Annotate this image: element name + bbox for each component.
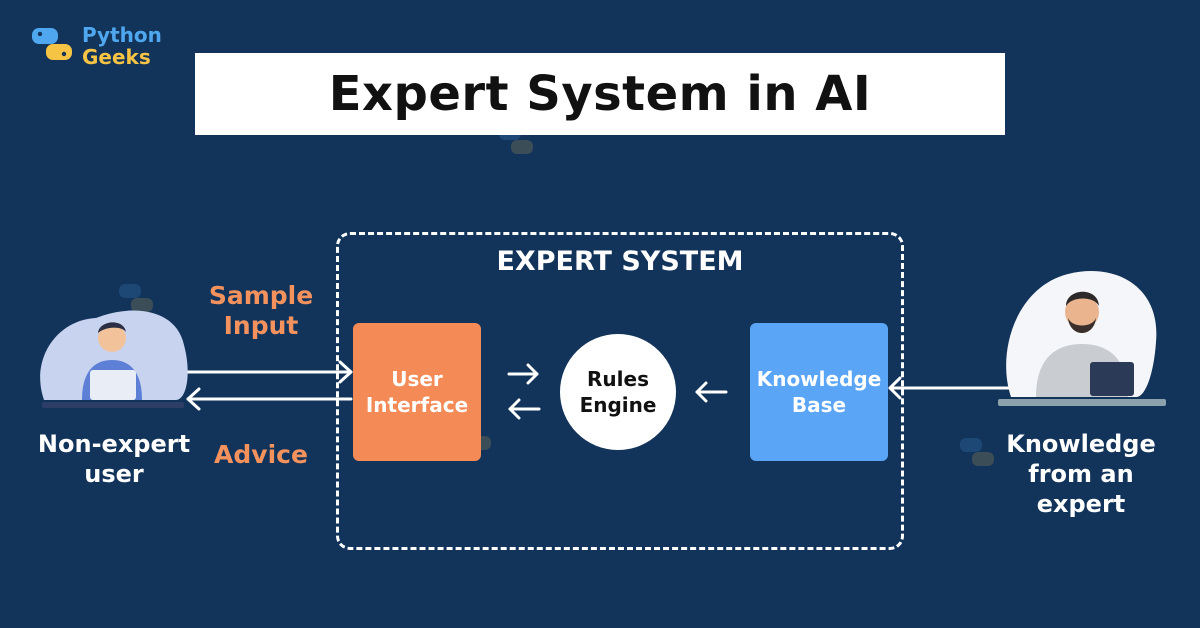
- arrow-expert-to-kb: [888, 376, 1017, 400]
- rules-engine-node: Rules Engine: [560, 334, 676, 450]
- non-expert-user-label: Non-expert user: [37, 430, 191, 488]
- arrow-sample-input: [183, 360, 353, 384]
- arrow-engine-to-ui: [508, 398, 541, 420]
- user-at-laptop-icon: [40, 310, 188, 408]
- brand-logo: Python Geeks: [30, 22, 170, 70]
- expert-at-laptop-icon: [998, 271, 1166, 406]
- knowledge-from-expert-label: Knowledge from an expert: [1006, 430, 1156, 518]
- page-title: Expert System in AI: [328, 66, 872, 122]
- brand-name-line1: Python: [82, 23, 162, 47]
- brand-name-line2: Geeks: [82, 45, 151, 69]
- watermark-logo: [119, 284, 153, 312]
- arrow-ui-to-engine: [507, 363, 539, 385]
- python-logo-icon: [32, 28, 72, 60]
- expert-system-container: [336, 232, 904, 550]
- arrow-kb-to-engine: [695, 381, 728, 403]
- expert-illustration: [996, 262, 1171, 412]
- arrow-advice: [186, 387, 353, 411]
- user-interface-node: User Interface: [353, 323, 481, 461]
- advice-label: Advice: [214, 440, 308, 469]
- sample-input-label: Sample Input: [208, 281, 314, 340]
- knowledge-base-node: Knowledge Base: [750, 323, 888, 461]
- title-banner: Expert System in AI: [195, 53, 1005, 135]
- non-expert-user-illustration: [36, 300, 196, 415]
- expert-system-title: EXPERT SYSTEM: [496, 246, 744, 277]
- watermark-logo: [960, 438, 994, 466]
